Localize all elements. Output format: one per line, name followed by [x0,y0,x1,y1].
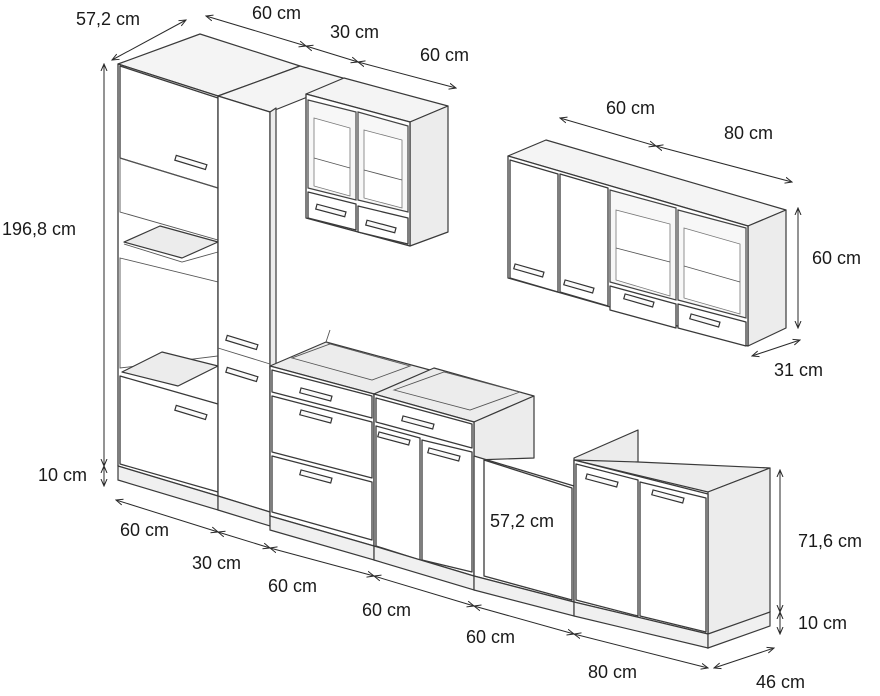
single-door-base-cabinet [473,455,575,617]
dim-plinth-left: 10 cm [38,465,87,485]
dim-bottom-depth: 46 cm [756,672,805,692]
right-wall-cabinets [507,139,787,347]
dim-top-glass-width-60: 60 cm [420,45,469,65]
dim-base-depth: 57,2 cm [490,511,554,531]
dim-bottom-60-d: 60 cm [466,627,515,647]
dim-right-wall-80: 80 cm [724,123,773,143]
dim-right-wall-height: 60 cm [812,248,861,268]
tall-narrow-cabinet [217,65,351,527]
upper-glass-wall-cabinet [305,77,449,247]
dim-plinth-right: 10 cm [798,613,847,633]
dim-bottom-60-c: 60 cm [362,600,411,620]
dim-bottom-60-a: 60 cm [120,520,169,540]
dim-right-wall-depth: 31 cm [774,360,823,380]
dim-top-depth: 57,2 cm [76,9,140,29]
dim-total-height: 196,8 cm [2,219,76,239]
dim-top-width-30: 30 cm [330,22,379,42]
dim-bottom-30: 30 cm [192,553,241,573]
dim-right-wall-60: 60 cm [606,98,655,118]
door-drawer-base-cabinet [373,367,535,591]
tall-oven-cabinet [117,33,301,511]
dim-base-height: 71,6 cm [798,531,862,551]
sink-base-cabinet [573,429,771,649]
dim-bottom-80: 80 cm [588,662,637,682]
dim-bottom-60-b: 60 cm [268,576,317,596]
dim-top-width-60: 60 cm [252,3,301,23]
dimension-lines [104,16,800,668]
